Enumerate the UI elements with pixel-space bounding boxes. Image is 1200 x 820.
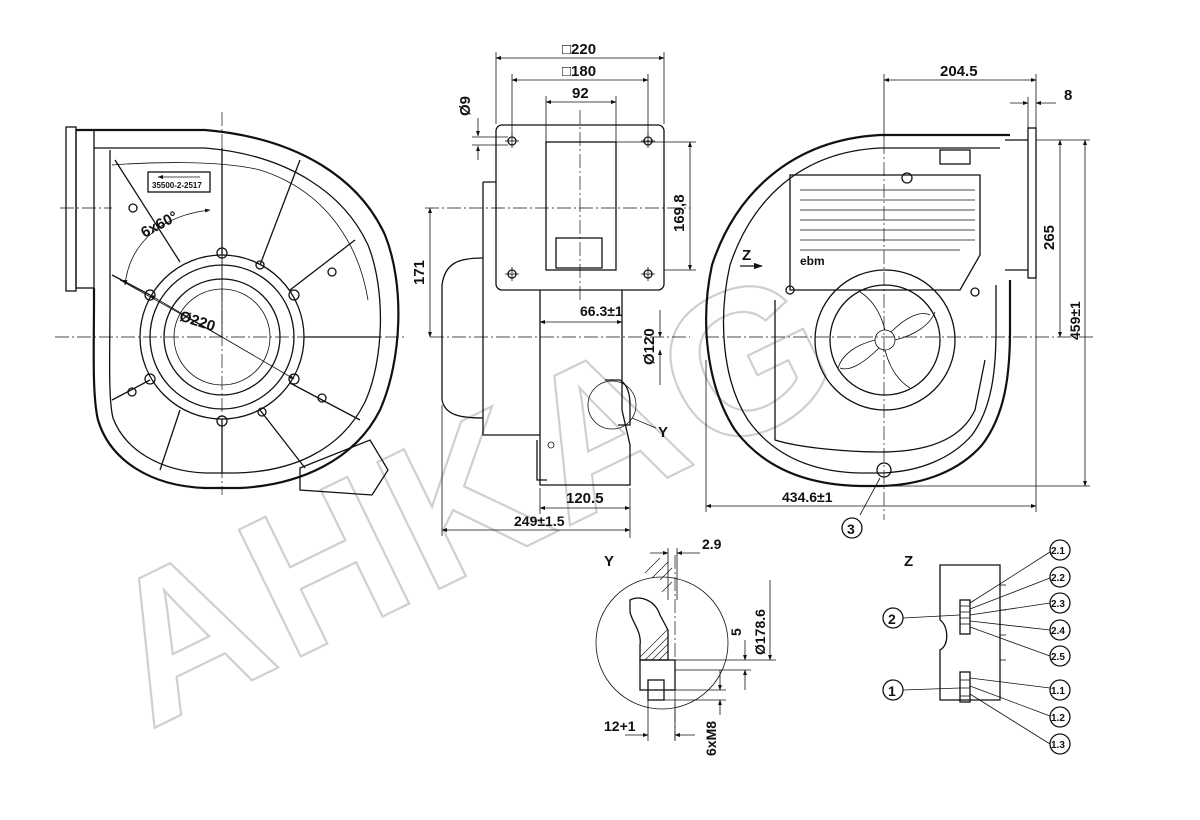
pin-1-3: 1.3 bbox=[1051, 740, 1065, 751]
detail-y-ref: Y bbox=[658, 424, 668, 441]
pin-1-1: 1.1 bbox=[1051, 686, 1065, 697]
dim-total-depth: 249±1.5 bbox=[514, 513, 565, 529]
pin-2-3: 2.3 bbox=[1051, 599, 1065, 610]
dim-step: 5 bbox=[728, 628, 744, 636]
view-z-title: Z bbox=[904, 553, 913, 570]
label-plate-text: 35500-2-2517 bbox=[152, 181, 202, 190]
detail-y-title: Y bbox=[604, 553, 614, 570]
dim-height-total: 459±1 bbox=[1067, 301, 1083, 340]
side-view: Y □220 □180 92 Ø9 169,8 171 66.3±1 Ø120 bbox=[411, 41, 696, 538]
pin-2-1: 2.1 bbox=[1051, 546, 1065, 557]
dim-hole: Ø9 bbox=[457, 96, 474, 116]
dim-gap: 2.9 bbox=[702, 536, 722, 552]
dim-offset: 66.3±1 bbox=[580, 303, 623, 319]
watermark-text: AHKAG bbox=[69, 221, 872, 769]
diameter-label: Ø220 bbox=[177, 308, 217, 336]
front-view: 35500-2-2517 6x60° Ø220 bbox=[55, 112, 405, 496]
dim-depth: 120.5 bbox=[566, 490, 604, 507]
view-z: Z 2 1 bbox=[882, 539, 1071, 755]
dim-depth-y: 12+1 bbox=[604, 718, 636, 734]
dim-height-right: 169,8 bbox=[671, 194, 688, 232]
dim-bore: Ø120 bbox=[641, 328, 658, 365]
dim-bolt-pattern: □180 bbox=[562, 63, 596, 80]
dim-height-left: 171 bbox=[411, 260, 428, 285]
pin-2-2: 2.2 bbox=[1051, 573, 1065, 584]
callout-1: 1 bbox=[888, 683, 896, 699]
dim-diameter: Ø178.6 bbox=[752, 609, 768, 655]
dim-flange: □220 bbox=[562, 41, 596, 58]
pin-1-2: 1.2 bbox=[1051, 713, 1065, 724]
dim-thread: 6xM8 bbox=[703, 721, 719, 756]
watermark: AHKAG bbox=[68, 220, 873, 771]
dim-flange-thick: 8 bbox=[1064, 87, 1072, 104]
callout-3: 3 bbox=[847, 521, 855, 537]
dim-top-width: 92 bbox=[572, 85, 589, 102]
back-view: ebm 3 Z 204.5 8 bbox=[705, 63, 1095, 539]
view-z-ref: Z bbox=[742, 247, 751, 264]
pin-callouts: 2.1 2.2 2.3 2.4 2.5 1.1 1.2 1.3 bbox=[1049, 539, 1071, 755]
callout-2: 2 bbox=[888, 611, 896, 627]
dim-back-top: 204.5 bbox=[940, 63, 978, 80]
brand-logo: ebm bbox=[800, 254, 825, 268]
pin-2-5: 2.5 bbox=[1051, 652, 1065, 663]
dim-width-total: 434.6±1 bbox=[782, 489, 833, 505]
dim-height-inner: 265 bbox=[1041, 225, 1058, 250]
angle-label: 6x60° bbox=[138, 208, 181, 241]
detail-y-view: Y 2.9 Ø178.6 5 6xM8 bbox=[595, 536, 776, 756]
pin-2-4: 2.4 bbox=[1051, 626, 1065, 637]
